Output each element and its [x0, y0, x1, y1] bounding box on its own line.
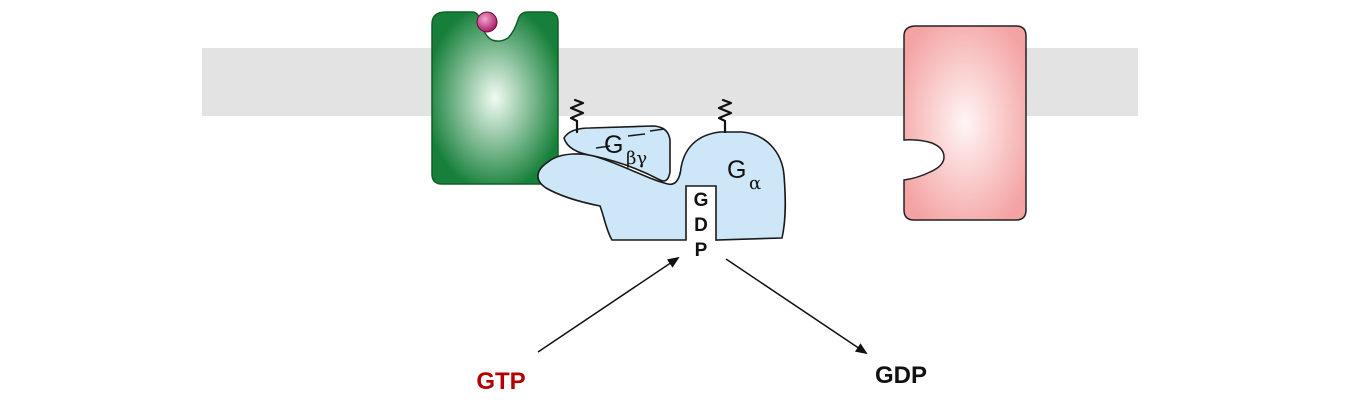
bound-gdp-letter: G: [694, 190, 709, 211]
g-beta-gamma-subunit: [563, 125, 671, 182]
g-alpha-label: G: [727, 156, 746, 184]
g-beta-gamma-label: G: [604, 131, 623, 159]
bound-gdp-letter: P: [695, 240, 708, 261]
squiggle-lipid-tail-icon: [569, 98, 585, 134]
g-beta-gamma-dash: [649, 128, 665, 132]
g-alpha-subunit: [537, 131, 787, 241]
gdp-release-arrow: [725, 258, 868, 355]
g-beta-gamma-subscript: βγ: [626, 148, 647, 169]
ligand-sphere-icon: [476, 11, 498, 33]
g-beta-gamma-dash: [627, 133, 646, 137]
gdp-label: GDP: [875, 362, 927, 389]
g-beta-gamma-dash: [595, 145, 611, 149]
effector-protein: [903, 25, 1027, 221]
g-alpha-subscript: α: [749, 173, 761, 194]
gtp-label: GTP: [476, 368, 525, 395]
bound-gdp-letter: D: [694, 215, 708, 236]
gtp-binding-arrow: [537, 256, 680, 353]
squiggle-lipid-tail-icon: [717, 98, 733, 134]
receptor-protein: [431, 11, 559, 185]
